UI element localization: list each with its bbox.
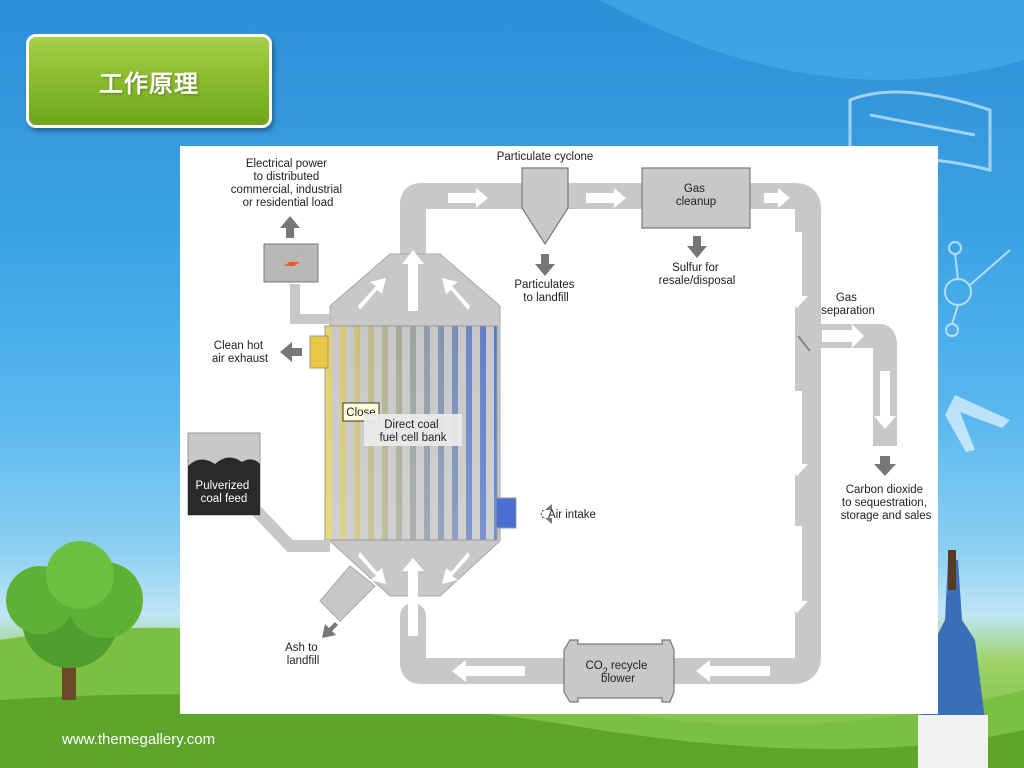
air-intake-port: [495, 497, 517, 529]
fuel-cell-bank-label-box: Direct coal fuel cell bank: [364, 414, 462, 446]
network-doodle-icon: [944, 241, 1011, 337]
coal-feed-pipe: [247, 501, 330, 552]
footer-url[interactable]: www.themegallery.com: [62, 731, 216, 748]
co2-blower-label: CO2 recycle blower: [585, 660, 650, 685]
lightning-icon: [276, 250, 306, 278]
air-intake-label: Air intake: [548, 509, 596, 521]
exhaust-port: [309, 335, 329, 369]
slide-title: 工作原理: [99, 69, 199, 98]
tree-icon: [6, 541, 143, 700]
sulfur-label: Sulfur for resale/disposal: [659, 262, 736, 287]
gas-cleanup-box: [641, 167, 751, 229]
gas-cleanup-label: Gas cleanup: [676, 183, 716, 208]
particulates-label: Particulates to landfill: [514, 279, 577, 304]
gas-separation-label: Gas separation: [821, 292, 875, 317]
fuel-cell-bank-label: Direct coal fuel cell bank: [379, 419, 446, 444]
ash-label: Ash to landfill: [285, 642, 321, 667]
particulate-cyclone-label: Particulate cyclone: [497, 151, 594, 163]
recycle-loop-pipe: [400, 183, 821, 684]
pulverized-coal-label: Pulverized coal feed: [196, 480, 253, 505]
pulverized-coal-feed-box: [187, 432, 261, 516]
clean-hot-air-label: Clean hot air exhaust: [212, 340, 269, 365]
slide-title-box: 工作原理: [26, 34, 272, 128]
carbon-dioxide-label: Carbon dioxide to sequestration, storage…: [841, 484, 932, 522]
flow-arrows: [358, 188, 896, 682]
diagram-panel: Electrical power to distributed commerci…: [180, 146, 938, 714]
output-arrows: [280, 216, 896, 638]
coal-fuel-cell-diagram: Electrical power to distributed commerci…: [187, 151, 932, 703]
gas-separation-branch-pipe: [808, 324, 897, 446]
co2-recycle-blower: [563, 639, 675, 703]
gas-separation-divider: [797, 335, 811, 352]
ash-outlet-pipe: [319, 565, 376, 622]
electrical-power-label: Electrical power to distributed commerci…: [231, 158, 345, 209]
airplane-doodle-icon: [945, 395, 1010, 452]
particulate-cyclone: [521, 167, 569, 246]
power-output-line: [290, 284, 330, 324]
